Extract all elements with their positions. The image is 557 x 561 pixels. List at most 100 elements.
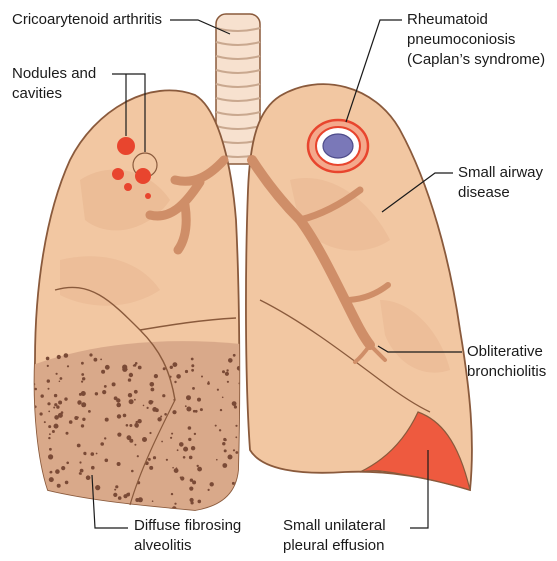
fibrosis-dot — [163, 367, 166, 370]
fibrosis-dot — [45, 494, 49, 498]
fibrosis-dot — [54, 424, 59, 429]
fibrosis-dot — [236, 501, 241, 506]
fibrosis-dot — [81, 362, 84, 365]
fibrosis-dot — [138, 497, 143, 502]
fibrosis-dot — [91, 466, 95, 470]
right-lung — [246, 84, 472, 490]
fibrosis-dot — [166, 459, 168, 461]
fibrosis-dot — [91, 452, 95, 456]
fibrosis-dot — [77, 417, 79, 419]
fibrosis-dot — [64, 397, 67, 400]
fibrosis-dot — [237, 497, 239, 499]
fibrosis-dot — [147, 407, 149, 409]
fibrosis-dot — [49, 433, 51, 435]
fibrosis-dot — [224, 449, 227, 452]
fibrosis-dot — [54, 394, 57, 397]
fibrosis-dot — [235, 451, 238, 454]
fibrosis-dot — [94, 358, 98, 362]
fibrosis-dot — [67, 365, 69, 367]
fibrosis-region — [20, 341, 250, 520]
fibrosis-dot — [117, 462, 121, 466]
fibrosis-dot — [102, 509, 107, 514]
fibrosis-dot — [174, 381, 176, 383]
fibrosis-dot — [222, 442, 225, 445]
fibrosis-dot — [151, 401, 153, 403]
fibrosis-dot — [128, 393, 132, 397]
label-cricoarytenoid-arthritis: Cricoarytenoid arthritis — [12, 10, 162, 29]
fibrosis-dot — [235, 425, 237, 427]
fibrosis-dot — [176, 374, 181, 379]
fibrosis-dot — [137, 455, 139, 457]
fibrosis-dot — [171, 493, 173, 495]
fibrosis-dot — [34, 388, 37, 391]
fibrosis-dot — [114, 489, 116, 491]
fibrosis-dot — [191, 369, 194, 372]
label-effusion-line1: Small unilateral — [283, 516, 386, 535]
fibrosis-dot — [38, 503, 43, 508]
fibrosis-dot — [191, 358, 194, 361]
fibrosis-dot — [241, 454, 246, 459]
fibrosis-dot — [47, 379, 50, 382]
fibrosis-dot — [161, 441, 163, 443]
fibrosis-dot — [134, 444, 136, 446]
fibrosis-dot — [133, 365, 135, 367]
fibrosis-dot — [123, 414, 127, 418]
fibrosis-dot — [197, 465, 199, 467]
fibrosis-dot — [126, 424, 129, 427]
fibrosis-dot — [226, 369, 228, 371]
fibrosis-dot — [164, 413, 167, 416]
fibrosis-dot — [191, 446, 195, 450]
fibrosis-dot — [47, 402, 50, 405]
fibrosis-dot — [64, 353, 69, 358]
fibrosis-dot — [62, 500, 66, 504]
fibrosis-dot — [174, 503, 176, 505]
fibrosis-dot — [82, 418, 85, 421]
fibrosis-dot — [48, 411, 50, 413]
fibrosis-dot — [55, 469, 60, 474]
fibrosis-dot — [138, 366, 142, 370]
fibrosis-dot — [186, 395, 191, 400]
fibrosis-dot — [79, 472, 82, 475]
fibrosis-dot — [181, 511, 183, 513]
fibrosis-dot — [228, 358, 233, 363]
fibrosis-dot — [180, 476, 184, 480]
fibrosis-dot — [30, 420, 34, 424]
fibrosis-dot — [237, 366, 242, 371]
fibrosis-dot — [48, 388, 50, 390]
fibrosis-dot — [100, 359, 102, 361]
fibrosis-dot — [179, 442, 184, 447]
fibrosis-dot — [46, 357, 50, 361]
fibrosis-dot — [41, 394, 44, 397]
fibrosis-dot — [216, 459, 218, 461]
fibrosis-dot — [105, 459, 109, 463]
fibrosis-dot — [171, 433, 173, 435]
fibrosis-dot — [183, 447, 188, 452]
fibrosis-dot — [232, 482, 235, 485]
fibrosis-dot — [57, 355, 61, 359]
fibrosis-dot — [220, 409, 222, 411]
fibrosis-dot — [183, 456, 186, 459]
fibrosis-dot — [59, 381, 61, 383]
fibrosis-dot — [198, 513, 200, 515]
fibrosis-dot — [104, 385, 107, 388]
fibrosis-dot — [33, 481, 35, 483]
fibrosis-dot — [56, 373, 58, 375]
fibrosis-dot — [81, 402, 86, 407]
fibrosis-dot — [49, 477, 54, 482]
fibrosis-dot — [215, 425, 217, 427]
fibrosis-dot — [188, 438, 191, 441]
fibrosis-dot — [49, 448, 52, 451]
fibrosis-dot — [188, 426, 192, 430]
fibrosis-dot — [50, 471, 53, 474]
fibrosis-dot — [174, 468, 179, 473]
fibrosis-dot — [149, 466, 153, 470]
fibrosis-dot — [162, 394, 165, 397]
fibrosis-dot — [79, 393, 82, 396]
fibrosis-dot — [190, 498, 194, 502]
fibrosis-dot — [29, 510, 33, 514]
label-rheumatoid-line3: (Caplan’s syndrome) — [407, 50, 545, 69]
fibrosis-dot — [225, 372, 229, 376]
fibrosis-dot — [118, 496, 122, 500]
fibrosis-dot — [227, 381, 229, 383]
